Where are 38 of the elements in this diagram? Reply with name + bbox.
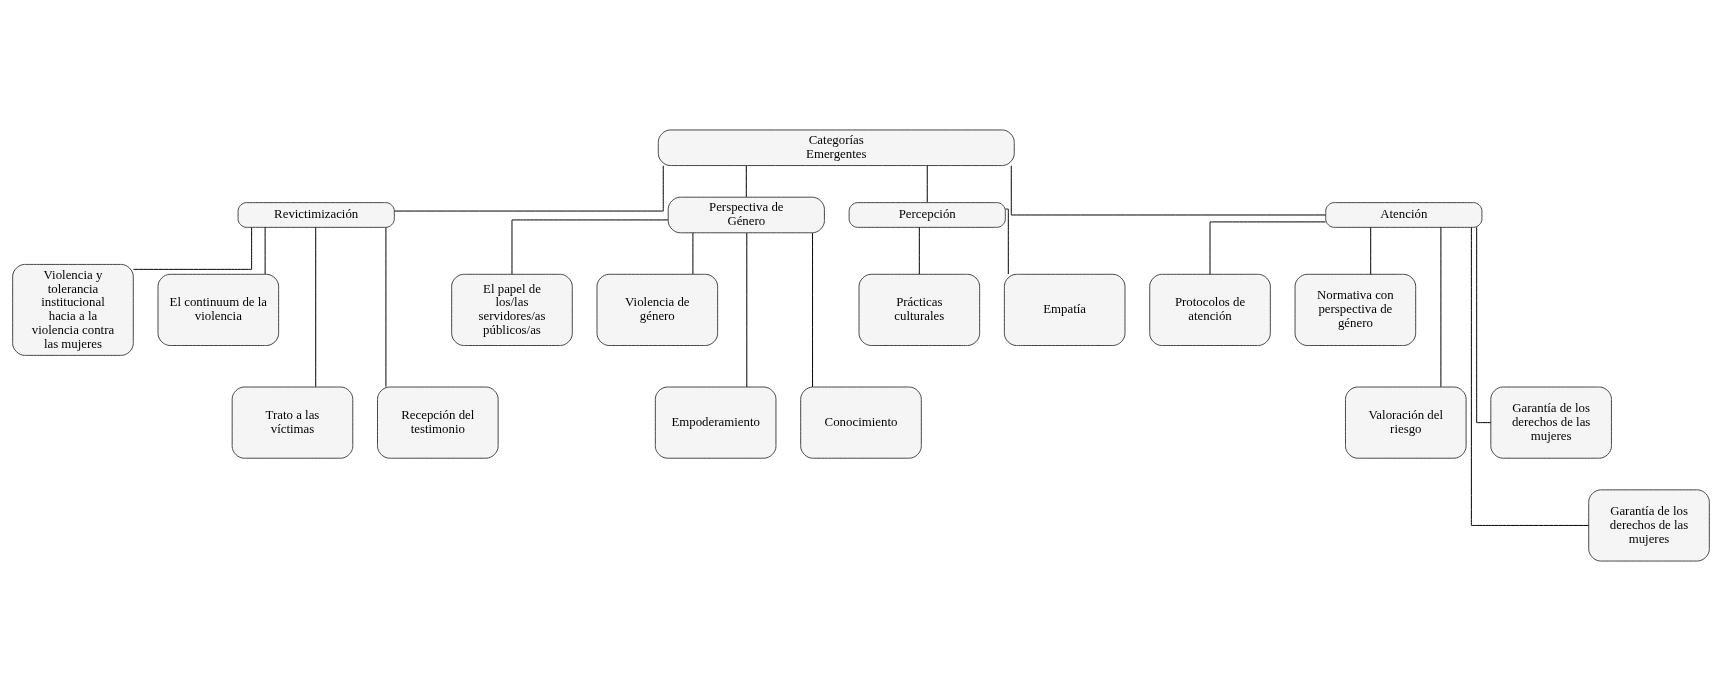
connector [132, 227, 253, 270]
node-box: Violencia de género [596, 273, 719, 346]
node-box: Revictimización [237, 202, 395, 228]
node-box: Violencia y tolerancia institucional hacia a la violencia contra las mujeres [12, 263, 134, 356]
node-box: Recepción del testimonio [377, 386, 499, 459]
node-box: Garantía de los derechos de las mujeres [1588, 489, 1710, 562]
connector [812, 232, 814, 388]
node-box: Empoderamiento [654, 386, 777, 459]
connector [1440, 226, 1442, 388]
connector [746, 232, 748, 388]
connector [394, 165, 664, 212]
connector [385, 226, 387, 388]
connector [918, 226, 920, 275]
node-box: Categorías Emergentes [657, 129, 1015, 167]
connector [926, 165, 928, 203]
node-box: Normativa con perspectiva de género [1294, 273, 1417, 346]
node-box: Protocolos de atención [1149, 273, 1271, 346]
connector [315, 226, 317, 388]
connector [745, 165, 747, 198]
connector [1370, 226, 1372, 275]
node-box: El papel de los/las servidores/as públicos/as [451, 273, 573, 346]
connector [1470, 227, 1590, 526]
connector [264, 226, 266, 275]
node-box: Prácticas culturales [858, 273, 981, 346]
node-box: Perspectiva de Género [667, 196, 825, 234]
connector [1010, 165, 1326, 216]
node-box: Empatía [1003, 273, 1126, 346]
node-box: Atención [1325, 202, 1483, 228]
connector [692, 232, 694, 275]
connector [1005, 208, 1009, 275]
node-box: Garantía de los derechos de las mujeres [1490, 386, 1612, 459]
connector [1476, 226, 1492, 424]
connector [1209, 221, 1327, 275]
node-box: Valoración del riesgo [1345, 386, 1467, 459]
node-box: Conocimiento [800, 386, 922, 459]
node-box: Trato a las víctimas [231, 386, 354, 459]
node-box: El continuum de la violencia [157, 273, 280, 346]
node-box: Percepción [848, 202, 1006, 228]
